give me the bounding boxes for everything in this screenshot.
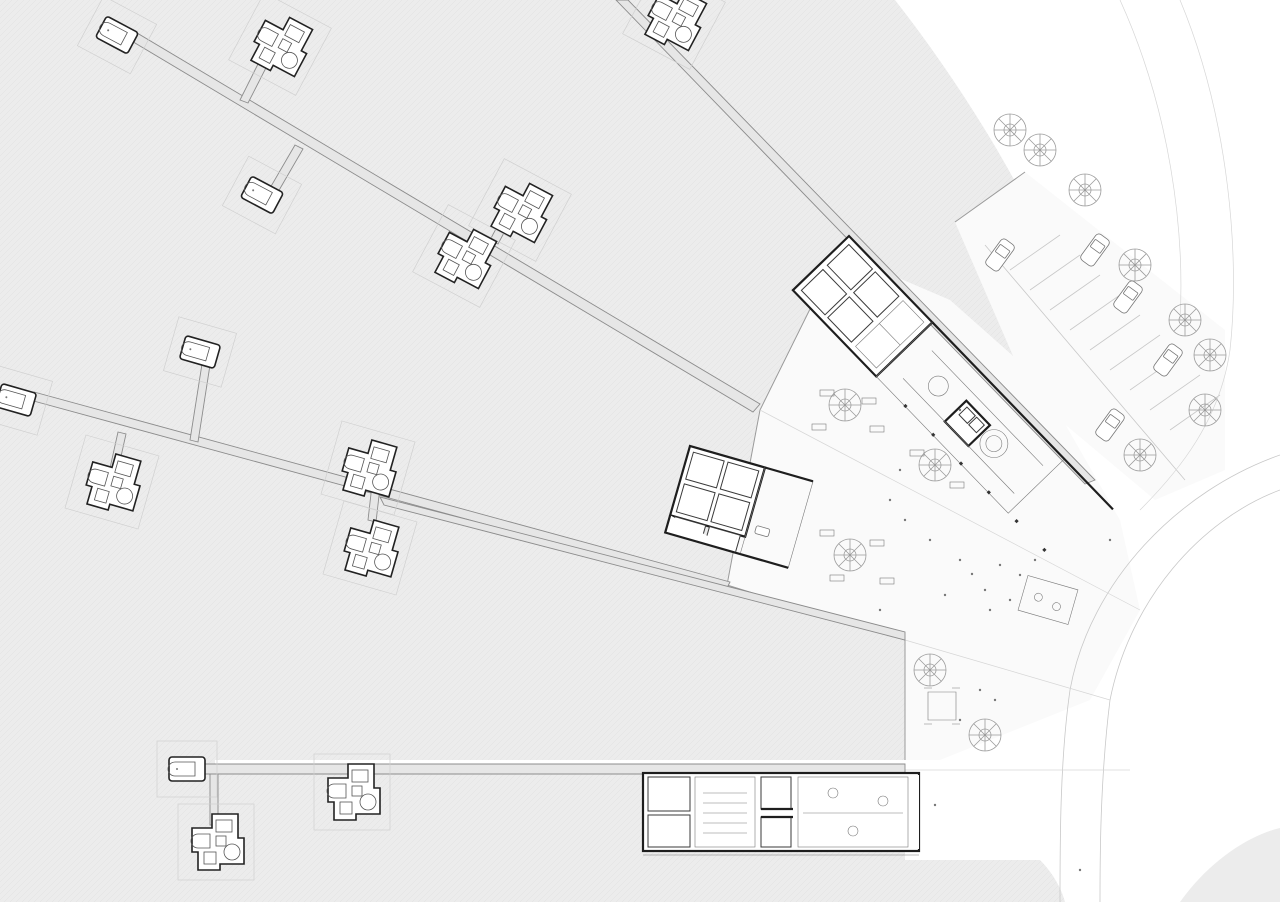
plaza-seating (811, 389, 965, 585)
plaza-radial-line (904, 639, 1111, 701)
parking-aisle (984, 244, 1186, 481)
building-b (663, 444, 814, 569)
parking-boundary (954, 171, 1026, 223)
parking-area (955, 172, 1225, 500)
road-edge (1119, 0, 1182, 321)
site-ground-hatch (0, 0, 1065, 902)
plaza-radial-line (759, 409, 1141, 611)
play-area (1017, 575, 1079, 625)
road-edge (1139, 0, 1234, 511)
corner-ground-area (1180, 828, 1280, 902)
building-c (641, 771, 921, 856)
road-edge (1099, 489, 1280, 902)
building-a (791, 234, 1114, 552)
road-edge (1059, 454, 1280, 902)
people-figures (878, 408, 1112, 872)
parking-stalls (1009, 234, 1221, 431)
small-pavilion (924, 687, 960, 725)
